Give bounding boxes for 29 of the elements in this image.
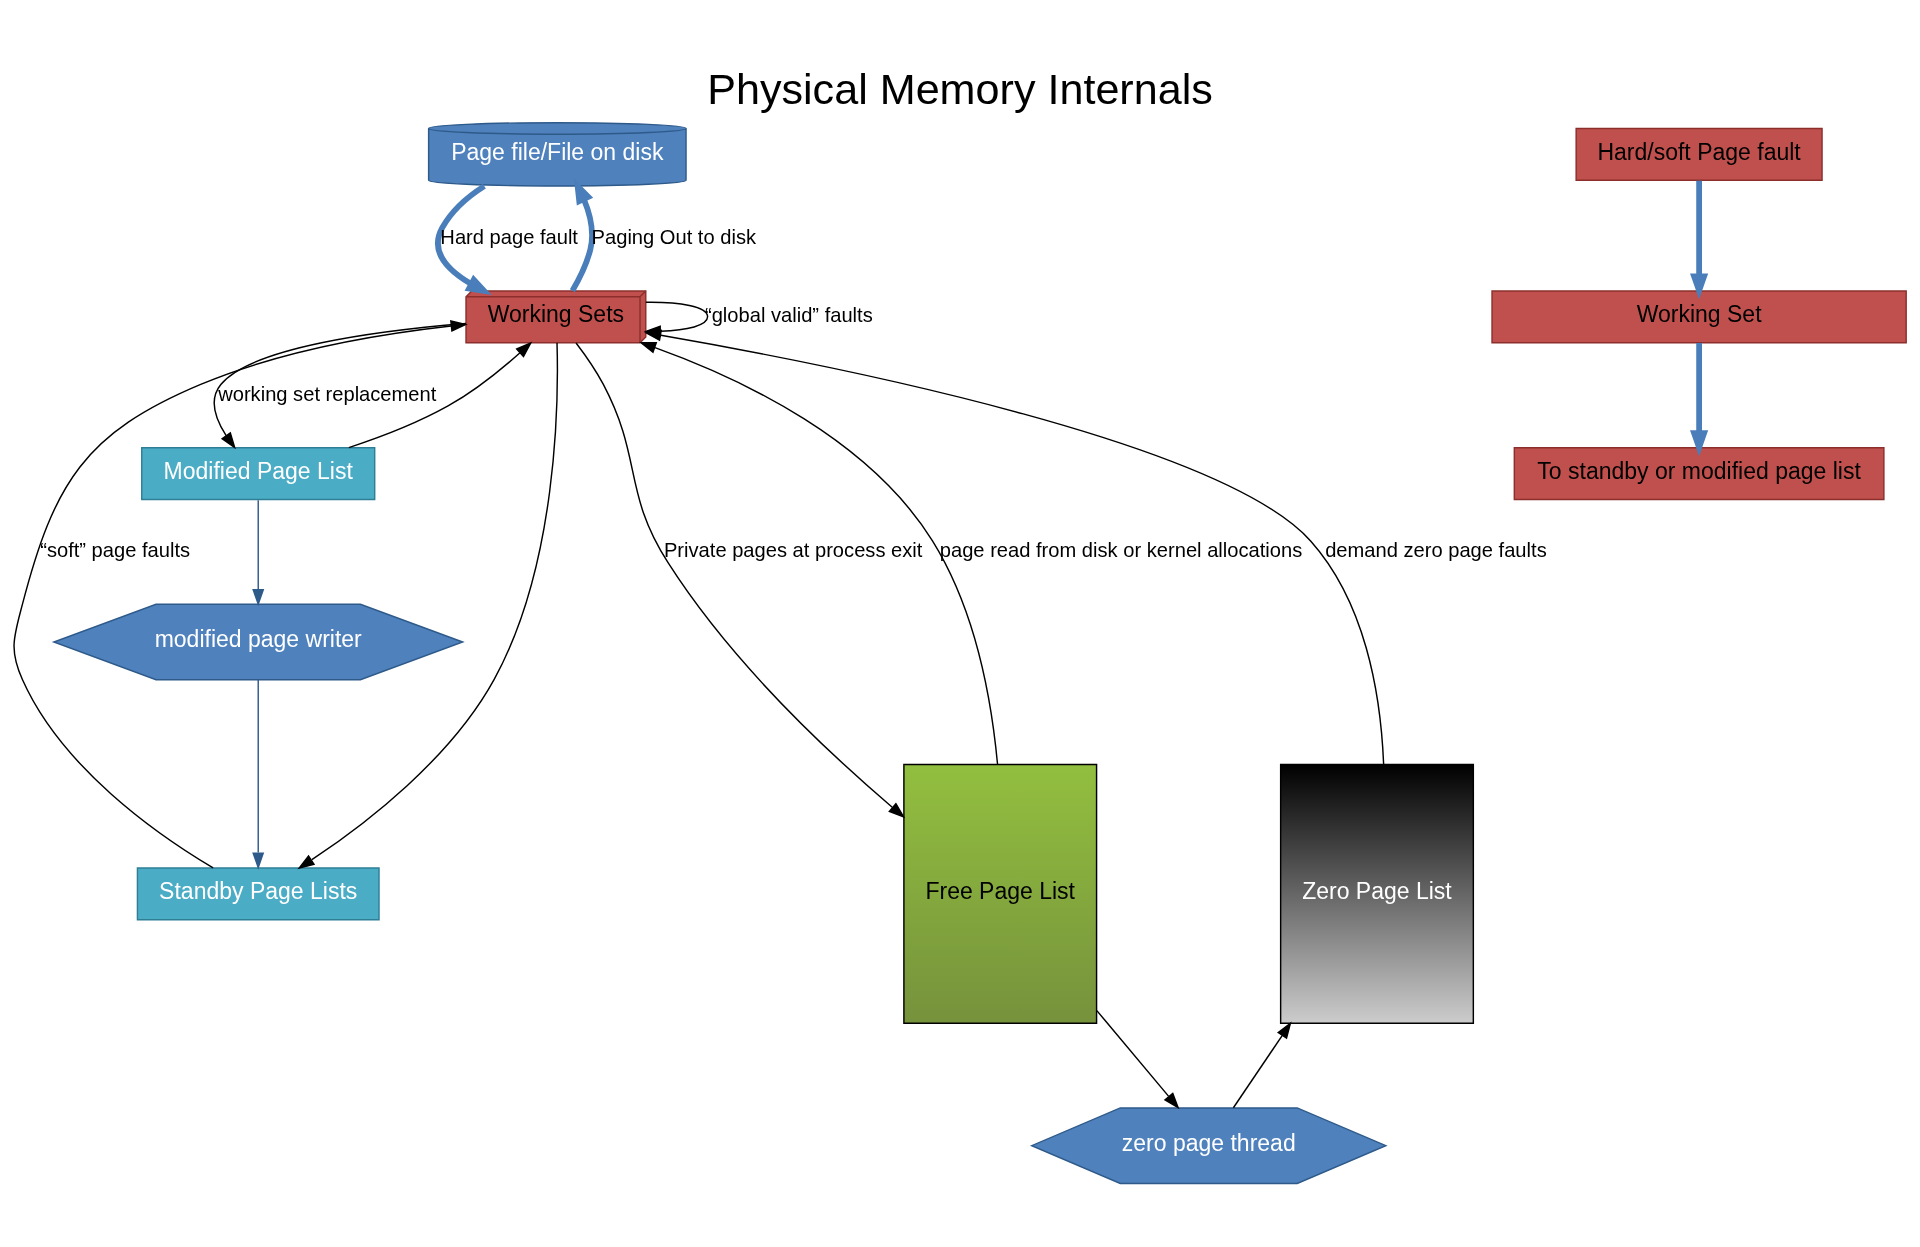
- diagram-title: Physical Memory Internals: [707, 65, 1213, 114]
- arrow: [569, 178, 595, 293]
- edge-label: Hard page fault: [440, 225, 578, 248]
- arrow: [575, 342, 906, 819]
- node-box: Hard/soft Page fault: [1575, 127, 1823, 181]
- arrow: [348, 341, 533, 449]
- arrow: [435, 183, 492, 295]
- edge-label: “soft” page faults: [40, 539, 191, 562]
- arrow: [1690, 180, 1709, 300]
- edge-label: demand zero page faults: [1325, 539, 1547, 562]
- arrow: [1690, 343, 1709, 457]
- edge-label: working set replacement: [218, 382, 437, 405]
- edge-label: page read from disk or kernel allocations: [939, 539, 1303, 562]
- arrow: [252, 499, 265, 607]
- arrow: [297, 342, 559, 870]
- node-box: Standby Page Lists: [136, 867, 380, 921]
- arrow: [644, 329, 1385, 765]
- arrow: [252, 678, 265, 870]
- arrow: [1232, 1021, 1292, 1109]
- arrow: [13, 320, 468, 869]
- arrow: [1096, 1009, 1180, 1110]
- node-box: To standby or modified page list: [1513, 446, 1885, 501]
- node-box: Modified Page List: [141, 446, 376, 501]
- node-box: Working Set: [1491, 290, 1907, 344]
- arrow: [213, 322, 467, 450]
- edge-label: Private pages at process exit: [663, 539, 923, 562]
- node-box: Zero Page List: [1279, 763, 1475, 1024]
- node-box: Free Page List: [903, 763, 1098, 1024]
- arrow: [639, 342, 999, 765]
